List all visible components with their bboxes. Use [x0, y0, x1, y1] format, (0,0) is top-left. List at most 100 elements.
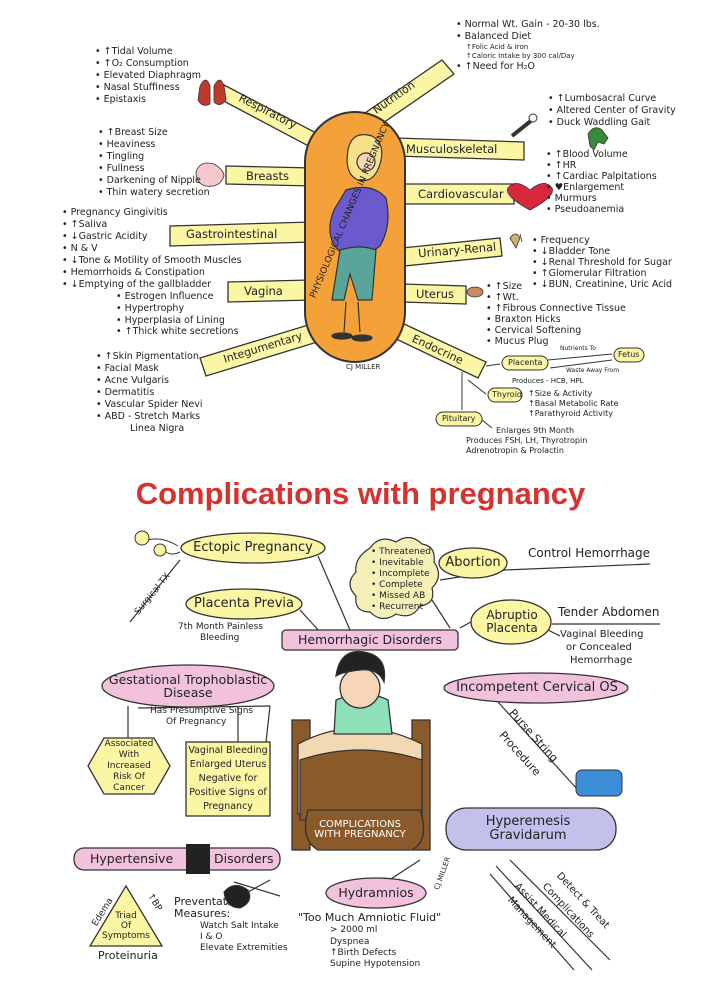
breasts-item: • Fullness	[98, 163, 145, 174]
placenta-label: Placenta	[508, 358, 543, 367]
placenta-produces: Produces - HCB, HPL	[512, 377, 584, 385]
thyroid-item: ↑Basal Metabolic Rate	[528, 399, 619, 408]
musculo-item: • Altered Center of Gravity	[548, 105, 676, 116]
urinary-item: • Frequency	[532, 235, 590, 246]
uterus-item: • ↑Wt.	[486, 292, 519, 303]
prevent-item: I & O	[200, 932, 223, 942]
bone-end-icon	[528, 113, 538, 123]
bed-label: COMPLICATIONS WITH PREGNANCY	[314, 818, 406, 840]
thyroid-item: ↑Parathyroid Activity	[528, 409, 613, 418]
placenta-box	[501, 355, 549, 371]
integumentary-item: • ↑Skin Pigmentation	[96, 351, 199, 362]
previa-note: Bleeding	[200, 633, 240, 643]
integumentary-item: • Dermatitis	[96, 387, 155, 398]
respiratory-item: • Nasal Stuffiness	[95, 82, 180, 93]
tender-abdomen: Tender Abdomen	[558, 605, 660, 619]
breasts-item: • ↑Breast Size	[98, 127, 168, 138]
pituitary-box	[435, 411, 483, 427]
triad-triangle	[88, 884, 164, 947]
disorders-label: Disorders	[214, 851, 274, 866]
gastro-item: • Hemorrhoids & Constipation	[62, 267, 205, 278]
uterus-item: • ↑Size	[486, 281, 523, 292]
bp-cuff-icon	[186, 844, 210, 874]
abortion-label: Abortion	[445, 555, 501, 571]
urinary-item: • ↓BUN, Creatinine, Uric Acid	[532, 279, 673, 290]
previa-bubble	[185, 588, 303, 620]
associated-hexagon	[87, 737, 171, 795]
nutrition-item: ↑Caloric Intake by 300 cal/Day	[466, 52, 575, 60]
vagina-item: • Hyperplasia of Lining	[116, 315, 225, 326]
gastro-item: • Pregnancy Gingivitis	[62, 207, 168, 218]
associated-line: With	[118, 750, 140, 760]
breasts-label: Breasts	[246, 169, 289, 183]
associated-line: Associated	[104, 739, 154, 749]
fetus-label: Fetus	[618, 350, 640, 359]
vagina-item: • ↑Thick white secretions	[116, 326, 239, 337]
dinosaur-icon	[587, 127, 609, 151]
incompetent-label: Incompetent Cervical OS	[456, 680, 618, 696]
vaginal-list-line: Pregnancy	[203, 801, 253, 812]
vaginal-bleeding: or Concealed	[566, 642, 632, 653]
breast-icon	[195, 162, 225, 187]
thyroid-label: Thyroid	[492, 390, 522, 399]
breasts-item: • Darkening of Nipple	[98, 175, 201, 186]
integumentary-item: • Facial Mask	[96, 363, 159, 374]
bottom-lines	[127, 555, 660, 971]
urinary-item: • ↓Renal Threshold for Sugar	[532, 257, 672, 268]
cardio-item: • ↑Cardiac Palpitations	[546, 171, 657, 182]
vaginal-list-line: Vaginal Bleeding	[188, 745, 268, 756]
incompetent-bubble	[443, 672, 629, 704]
associated-line: Risk Of	[113, 772, 145, 782]
vaginal-bleeding: Hemorrhage	[570, 655, 633, 666]
abortion-cloud	[349, 536, 440, 620]
top-artist: CJ MILLER	[346, 363, 381, 371]
hyperemesis-label: Hyperemesis Gravidarum	[485, 814, 571, 843]
triad-line: Of	[120, 921, 132, 931]
breasts-item: • Heaviness	[98, 139, 156, 150]
nutrition-item: • Normal Wt. Gain - 20-30 lbs.	[456, 19, 600, 30]
triad-line: Triad	[115, 911, 137, 921]
hemorrhagic-label: Hemorrhagic Disorders	[297, 632, 443, 648]
breasts-item: • Thin watery secretion	[98, 187, 210, 198]
sperm-icon	[134, 530, 181, 557]
hydra-item: Supine Hypotension	[330, 959, 421, 969]
cardio-item: • ↑Blood Volume	[546, 149, 628, 160]
gtd-signs: Has Presumptive Signs	[150, 706, 254, 716]
musculo-label: Musculoskeletal	[406, 142, 498, 156]
hydra-item: Dyspnea	[330, 937, 370, 947]
vagina-item: • Estrogen Influence	[116, 291, 214, 302]
integumentary-item: • ABD - Stretch Marks	[96, 411, 201, 422]
uterus-item: • ↑Fibrous Connective Tissue	[486, 303, 626, 314]
thyroid-box	[487, 387, 523, 403]
abortion-type: • Missed AB	[371, 591, 426, 601]
cardio-item: • Murmurs	[546, 193, 597, 204]
uterus-item: • Cervical Softening	[486, 325, 582, 336]
gastro-item: • ↓Emptying of the gallbladder	[62, 279, 212, 290]
hydramnios-label: Hydramnios	[338, 885, 414, 901]
urinary-item: • ↑Glomerular Filtration	[532, 268, 647, 279]
respiratory-item: • ↑O₂ Consumption	[95, 58, 189, 69]
respiratory-item: • Epistaxis	[95, 94, 147, 105]
gastro-item: • ↓Gastric Acidity	[62, 231, 148, 242]
pituitary-label: Pituitary	[442, 414, 476, 423]
hydra-item: ↑Birth Defects	[330, 948, 397, 958]
hemorrhagic-box	[281, 629, 459, 651]
bone-icon	[510, 118, 534, 138]
hydramnios-bubble	[325, 877, 427, 909]
gastro-item: • ↓Tone & Motility of Smooth Muscles	[62, 255, 242, 266]
abruptio-label: Abruptio Placenta	[486, 608, 538, 635]
cardio-item: • Pseudoanemia	[546, 204, 625, 215]
abortion-bubble	[438, 547, 508, 579]
preventative-line: Measures:	[174, 907, 231, 920]
gtd-label: Gestational Trophoblastic Disease	[108, 671, 268, 700]
gastro-label: Gastrointestinal	[186, 227, 278, 241]
endocrine-subbanners	[435, 347, 645, 427]
thyroid-item: ↑Size & Activity	[528, 389, 593, 398]
nutrition-item: • ↑Need for H₂O	[456, 61, 535, 72]
kidney-icon	[509, 233, 523, 249]
pregnant-woman-figure	[329, 134, 389, 342]
nutrition-item: ↑Folic Acid & Iron	[466, 43, 529, 51]
pituitary-item: Adrenotropin & Prolactin	[466, 446, 564, 455]
abortion-type: • Recurrent	[371, 602, 424, 612]
